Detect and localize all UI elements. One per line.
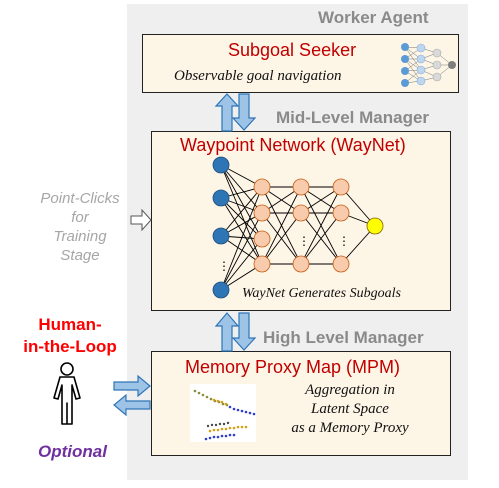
output-node bbox=[366, 217, 384, 235]
mpm-desc-line-3: as a Memory Proxy bbox=[291, 420, 409, 436]
waynet-diagram: ⋮ ⋮ ⋮ bbox=[212, 156, 384, 299]
point-clicks-label: Point-Clicks for Training Stage bbox=[20, 189, 140, 265]
human-icon bbox=[53, 362, 81, 425]
input-ellipsis: ⋮ bbox=[218, 259, 230, 273]
subgoal-seeker-subtitle: Observable goal navigation bbox=[174, 68, 342, 84]
optional-label: Optional bbox=[38, 442, 107, 461]
down-arrow-icon bbox=[231, 312, 257, 351]
input-nodes bbox=[212, 156, 230, 299]
mpm-desc-line-1: Aggregation in bbox=[305, 382, 395, 398]
hidden-nodes bbox=[253, 178, 350, 273]
mpm-description: Aggregation in Latent Space as a Memory … bbox=[275, 381, 425, 438]
left-arrow-icon bbox=[113, 393, 151, 417]
hidden3-ellipsis: ⋮ bbox=[338, 234, 350, 248]
point-clicks-line-1: Point-Clicks bbox=[40, 190, 120, 207]
neural-net-icon bbox=[401, 43, 456, 87]
point-clicks-line-2: for bbox=[71, 209, 89, 226]
hitl-line-1: Human- bbox=[38, 315, 102, 334]
human-in-the-loop-label: Human- in-the-Loop bbox=[10, 314, 130, 358]
worker-mid-arrows bbox=[214, 93, 257, 132]
waynet-caption: WayNet Generates Subgoals bbox=[242, 286, 401, 301]
human-loop-arrows bbox=[113, 374, 151, 417]
subgoal-seeker-title: Subgoal Seeker bbox=[228, 40, 357, 60]
waynet-title: Waypoint Network (WayNet) bbox=[180, 135, 406, 155]
mpm-desc-line-2: Latent Space bbox=[311, 401, 389, 417]
up-arrow-icon bbox=[214, 312, 240, 352]
mpm-title: Memory Proxy Map (MPM) bbox=[185, 357, 401, 377]
worker-agent-label: Worker Agent bbox=[318, 8, 429, 27]
up-arrow-icon bbox=[214, 93, 240, 132]
mid-level-manager-label: Mid-Level Manager bbox=[276, 108, 430, 127]
scatter-plot-icon bbox=[190, 384, 256, 442]
point-clicks-line-3: Training bbox=[53, 228, 107, 245]
mid-high-arrows bbox=[214, 312, 257, 352]
hidden2-ellipsis: ⋮ bbox=[298, 234, 310, 248]
down-arrow-icon bbox=[231, 93, 257, 131]
right-arrow-icon bbox=[130, 208, 152, 232]
point-clicks-line-4: Stage bbox=[60, 247, 100, 264]
high-level-manager-label: High Level Manager bbox=[263, 328, 424, 347]
hitl-line-2: in-the-Loop bbox=[23, 337, 117, 356]
right-arrow-icon bbox=[113, 374, 151, 398]
